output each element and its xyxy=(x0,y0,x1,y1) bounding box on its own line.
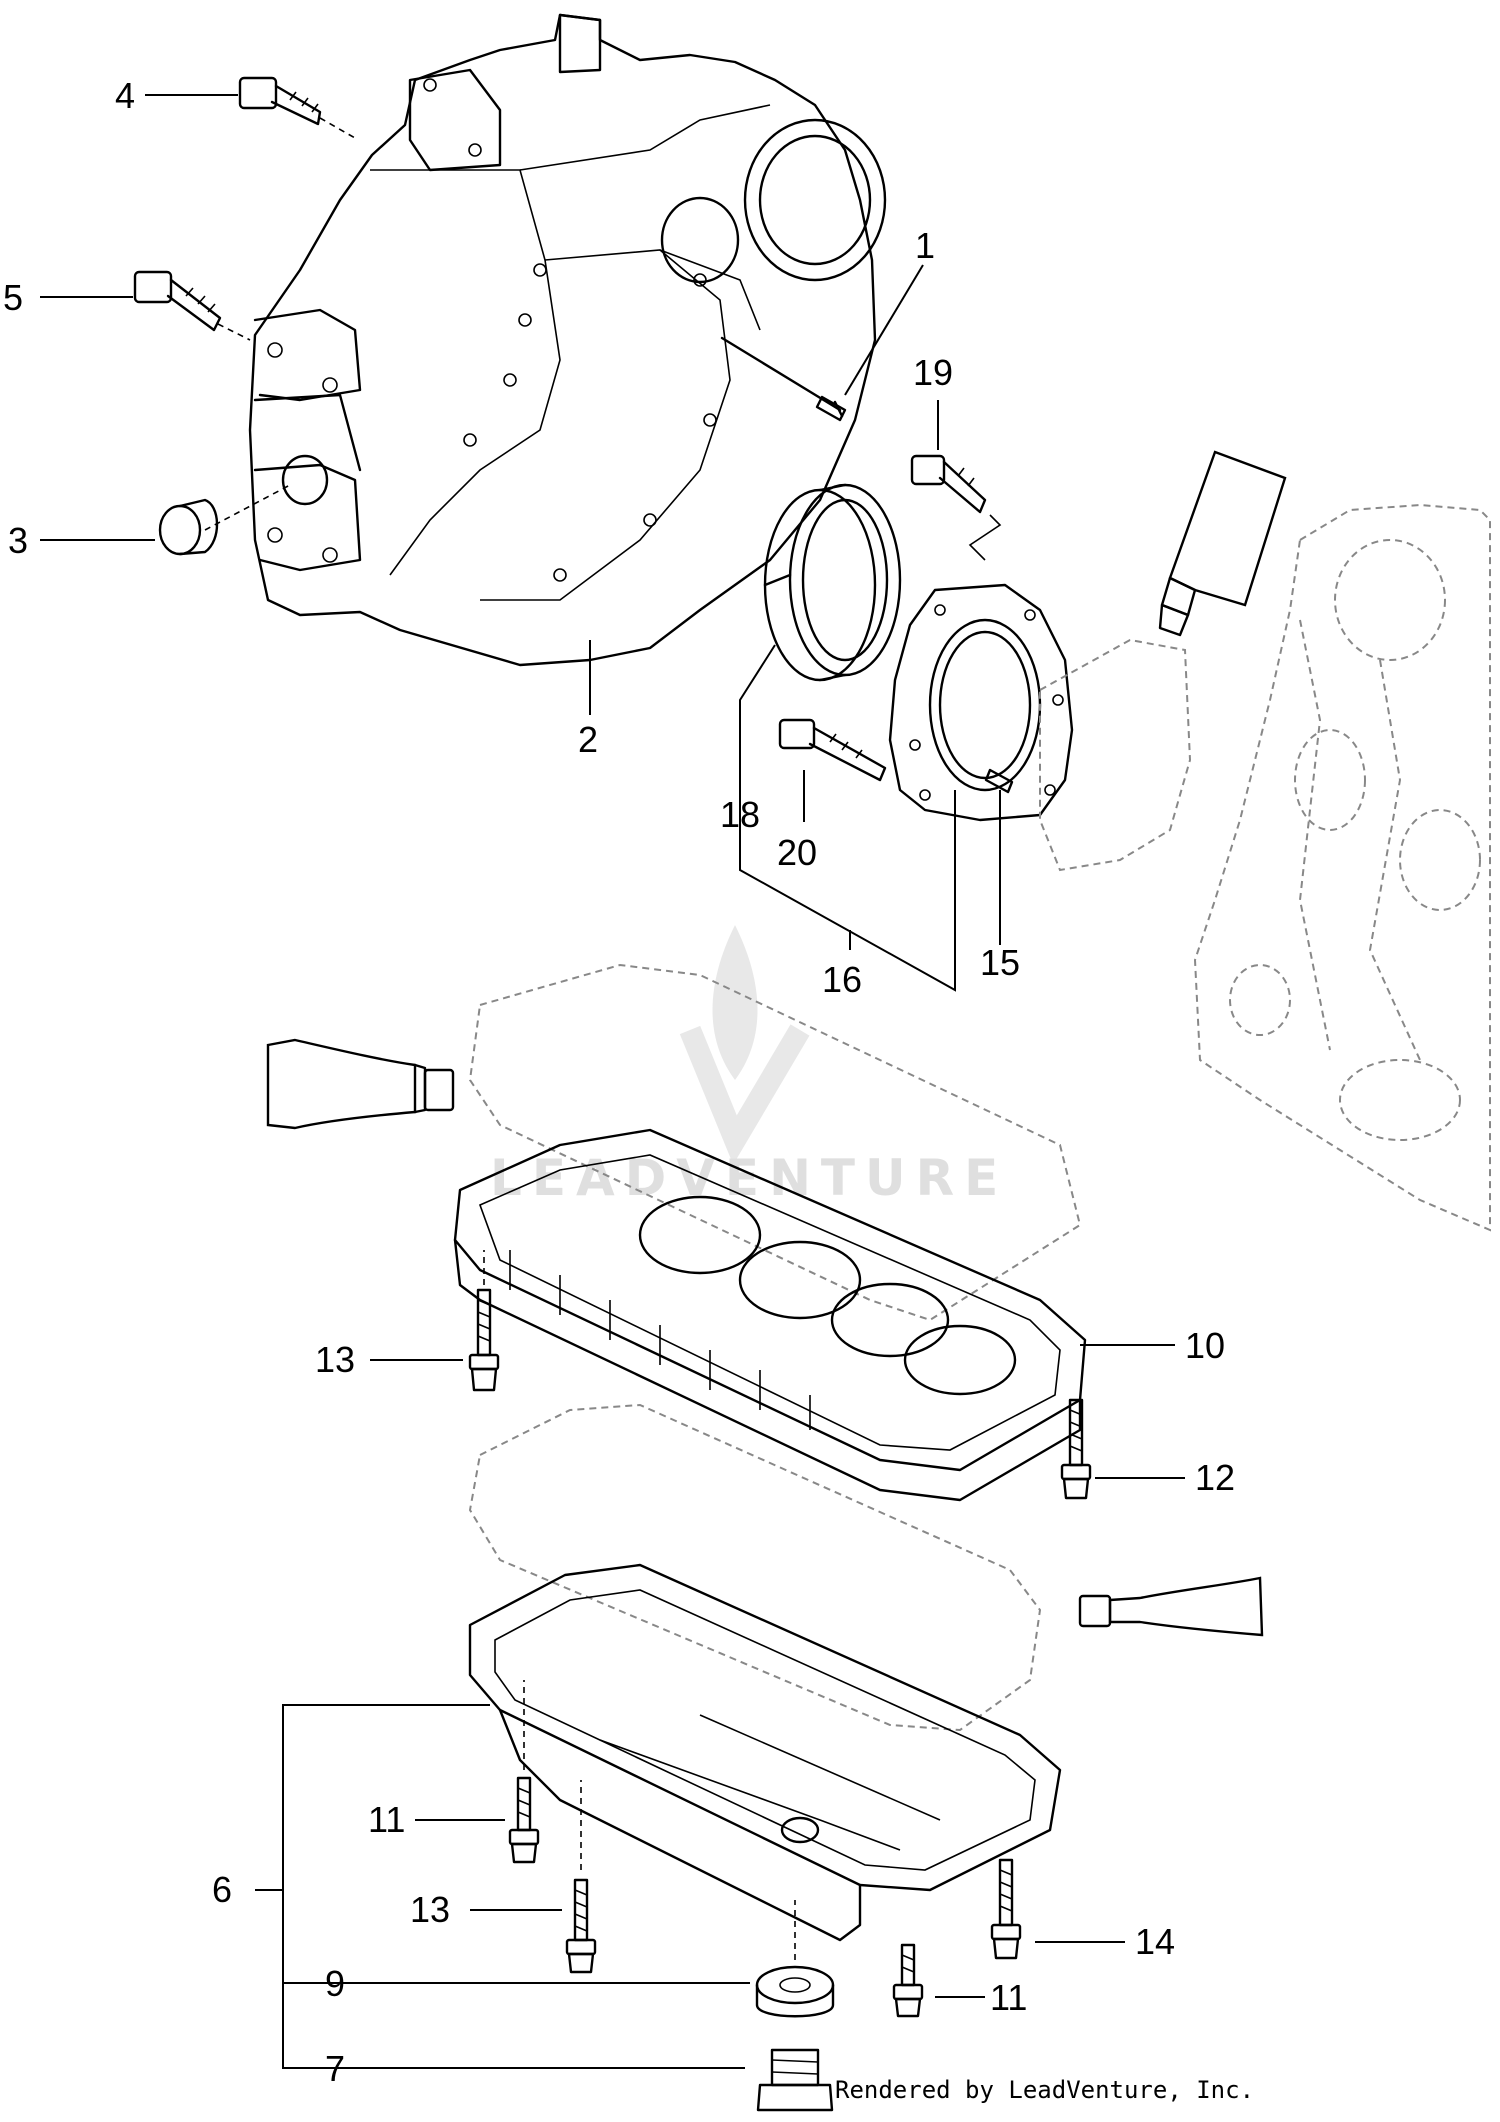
bolt-11-right xyxy=(892,1943,924,2018)
callout-14: 14 xyxy=(1135,1921,1175,1962)
callout-10: 10 xyxy=(1185,1325,1225,1366)
bolt-4 xyxy=(238,76,356,139)
callout-2: 2 xyxy=(578,719,598,760)
sealant-tube-upper xyxy=(1158,450,1287,637)
bolt-14 xyxy=(990,1858,1022,1960)
watermark-text: LEADVENTURE xyxy=(490,1149,1008,1207)
dowel-1 xyxy=(815,395,847,422)
drain-plug-7 xyxy=(756,2048,834,2112)
bolt-19 xyxy=(910,454,1002,561)
plug-3 xyxy=(158,484,291,556)
callout-9: 9 xyxy=(325,1963,345,2004)
bolt-13-upper xyxy=(468,1250,500,1392)
bolt-12 xyxy=(1060,1398,1092,1500)
washer-9 xyxy=(755,1900,835,2018)
callout-4: 4 xyxy=(115,75,135,116)
callout-12: 12 xyxy=(1195,1457,1235,1498)
oil-seal-18 xyxy=(763,483,902,682)
callout-11-right: 11 xyxy=(990,1977,1027,2018)
oil-pan-adapter xyxy=(453,963,1087,1502)
callout-18: 18 xyxy=(720,794,760,835)
dowel-15 xyxy=(984,768,1014,794)
gasket-outline xyxy=(1039,638,1192,872)
callout-11-left: 11 xyxy=(368,1799,405,1840)
callout-13-lower: 13 xyxy=(410,1889,450,1930)
leader-lines xyxy=(40,94,1185,2069)
bolt-13-lower xyxy=(565,1780,597,1974)
callout-6: 6 xyxy=(212,1869,232,1910)
oil-seal-case xyxy=(888,583,1074,822)
callout-3: 3 xyxy=(8,520,28,561)
callout-1: 1 xyxy=(915,225,935,266)
bolt-5 xyxy=(133,270,251,341)
bolt-20 xyxy=(778,718,887,782)
callouts: 4 5 3 1 2 19 18 20 15 16 10 13 12 11 6 1… xyxy=(3,75,1235,2089)
bolt-11-left xyxy=(508,1680,540,1864)
callout-7: 7 xyxy=(325,2048,345,2089)
sealant-tube-left xyxy=(266,1038,455,1130)
callout-13-upper: 13 xyxy=(315,1339,355,1380)
callout-19: 19 xyxy=(913,352,953,393)
callout-16: 16 xyxy=(822,959,862,1000)
engine-block-ghost xyxy=(1193,503,1491,1232)
callout-5: 5 xyxy=(3,277,23,318)
watermark: LEADVENTURE xyxy=(490,925,1008,1207)
oil-pan xyxy=(468,1563,1062,1942)
callout-20: 20 xyxy=(777,832,817,873)
lower-gasket xyxy=(468,1403,1042,1732)
callout-15: 15 xyxy=(980,942,1020,983)
sealant-tube-lower xyxy=(1078,1576,1264,1637)
footer-credit: Rendered by LeadVenture, Inc. xyxy=(835,2076,1254,2104)
